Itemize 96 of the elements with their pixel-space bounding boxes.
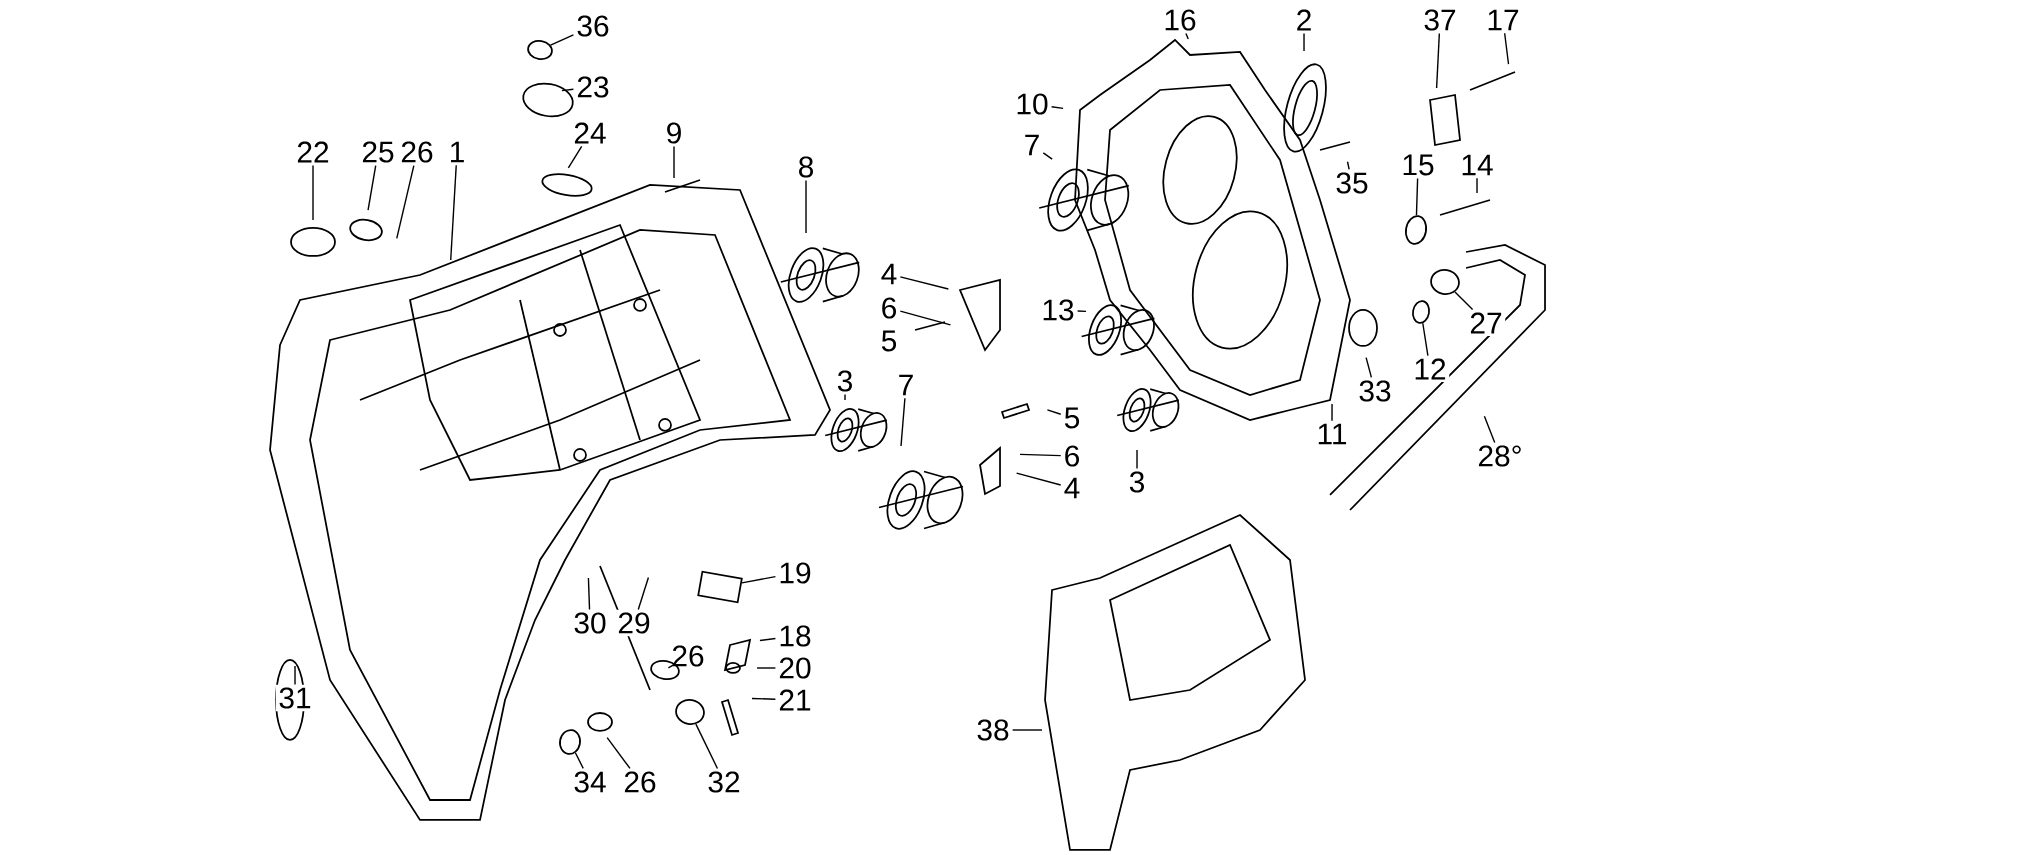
leader-line xyxy=(1346,161,1350,171)
leader-line xyxy=(899,310,952,326)
leader-line xyxy=(1136,449,1138,470)
callout-number: 8 xyxy=(795,153,817,181)
leader-line xyxy=(673,145,675,179)
callout-number: 10 xyxy=(1012,90,1052,118)
callout-number: 11 xyxy=(1313,421,1351,447)
callout-number: 19 xyxy=(775,559,815,587)
callout-number: 28° xyxy=(1474,442,1526,470)
leader-line xyxy=(1331,403,1333,422)
leader-line xyxy=(574,752,584,770)
leader-line xyxy=(805,179,807,234)
callout-number: 18 xyxy=(775,622,815,650)
callout-number: 31 xyxy=(275,684,315,712)
callout-number: 12 xyxy=(1410,355,1450,383)
leader-line xyxy=(1415,177,1419,216)
leader-line xyxy=(294,665,296,686)
leader-line xyxy=(900,397,906,447)
callout-number: 1 xyxy=(446,139,468,165)
leader-line xyxy=(1503,32,1510,65)
callout-number: 30 xyxy=(570,609,610,637)
part-drawing xyxy=(1430,269,1460,295)
callout-number: 15 xyxy=(1398,151,1438,179)
leader-line xyxy=(1046,409,1062,415)
callout-number: 5 xyxy=(1061,404,1083,432)
part-drawing xyxy=(1405,215,1428,245)
callout-number: 36 xyxy=(573,12,613,40)
callout-number: 35 xyxy=(1332,169,1372,197)
leader-line xyxy=(667,663,676,669)
leader-line xyxy=(396,164,415,239)
callout-number: 21 xyxy=(775,686,815,714)
leader-line xyxy=(1042,152,1053,160)
part-drawing xyxy=(559,729,581,755)
leader-line xyxy=(606,736,631,770)
leader-line xyxy=(312,164,314,221)
callout-number: 37 xyxy=(1420,6,1460,34)
leader-line xyxy=(1019,453,1062,457)
callout-number: 27 xyxy=(1466,309,1506,337)
callout-number: 6 xyxy=(1061,442,1083,470)
part-drawing xyxy=(527,40,553,60)
callout-number: 26 xyxy=(397,138,437,166)
leader-line xyxy=(1011,729,1043,731)
callout-number: 34 xyxy=(570,768,610,796)
leader-line xyxy=(695,723,719,770)
leader-line xyxy=(844,393,846,401)
callout-number: 25 xyxy=(358,138,398,166)
leader-line xyxy=(561,88,575,92)
callout-number: 23 xyxy=(573,73,613,101)
callout-number: 13 xyxy=(1038,296,1078,324)
callout-number: 26 xyxy=(668,642,708,670)
leader-line xyxy=(450,164,457,261)
callout-number: 29 xyxy=(614,609,654,637)
callout-number: 16 xyxy=(1160,6,1200,34)
leader-line xyxy=(1076,310,1087,313)
leader-line xyxy=(751,697,777,700)
callout-number: 7 xyxy=(1021,132,1043,158)
leader-line xyxy=(741,575,777,584)
callout-number: 17 xyxy=(1483,7,1523,33)
callout-number: 6 xyxy=(878,294,900,322)
leader-line xyxy=(1303,32,1305,52)
callout-number: 9 xyxy=(663,119,685,147)
leader-line xyxy=(549,34,575,46)
callout-number: 2 xyxy=(1293,6,1315,34)
leader-line xyxy=(567,145,583,169)
callout-number: 32 xyxy=(704,768,744,796)
leader-line xyxy=(759,637,777,642)
leader-line xyxy=(1483,415,1496,444)
leader-line xyxy=(1435,32,1441,89)
leader-line xyxy=(1185,32,1189,40)
leader-line xyxy=(637,576,650,611)
callout-number: 3 xyxy=(1126,468,1148,496)
part-drawing xyxy=(697,570,743,604)
callout-number: 14 xyxy=(1457,152,1497,178)
part-drawing xyxy=(1412,300,1430,324)
callout-number: 33 xyxy=(1355,377,1395,405)
callout-number: 20 xyxy=(775,654,815,682)
leader-line xyxy=(1015,472,1062,486)
callout-number: 7 xyxy=(895,372,917,398)
callout-number: 26 xyxy=(620,768,660,796)
leader-line xyxy=(1422,322,1429,357)
callout-number: 3 xyxy=(834,367,856,395)
leader-line xyxy=(1476,177,1478,194)
callout-number: 4 xyxy=(1061,475,1083,501)
callout-number: 5 xyxy=(878,327,900,355)
part-drawing xyxy=(675,699,705,725)
callout-number: 4 xyxy=(878,261,900,287)
leader-line xyxy=(1050,106,1064,110)
callout-number: 38 xyxy=(973,716,1013,744)
callout-number: 22 xyxy=(293,138,333,166)
leader-line xyxy=(1454,291,1474,311)
leader-line xyxy=(367,164,377,211)
callout-number: 24 xyxy=(570,119,610,147)
leader-line xyxy=(756,667,777,669)
leader-line xyxy=(899,276,950,290)
leader-line xyxy=(587,577,591,611)
leader-line xyxy=(1365,356,1373,379)
